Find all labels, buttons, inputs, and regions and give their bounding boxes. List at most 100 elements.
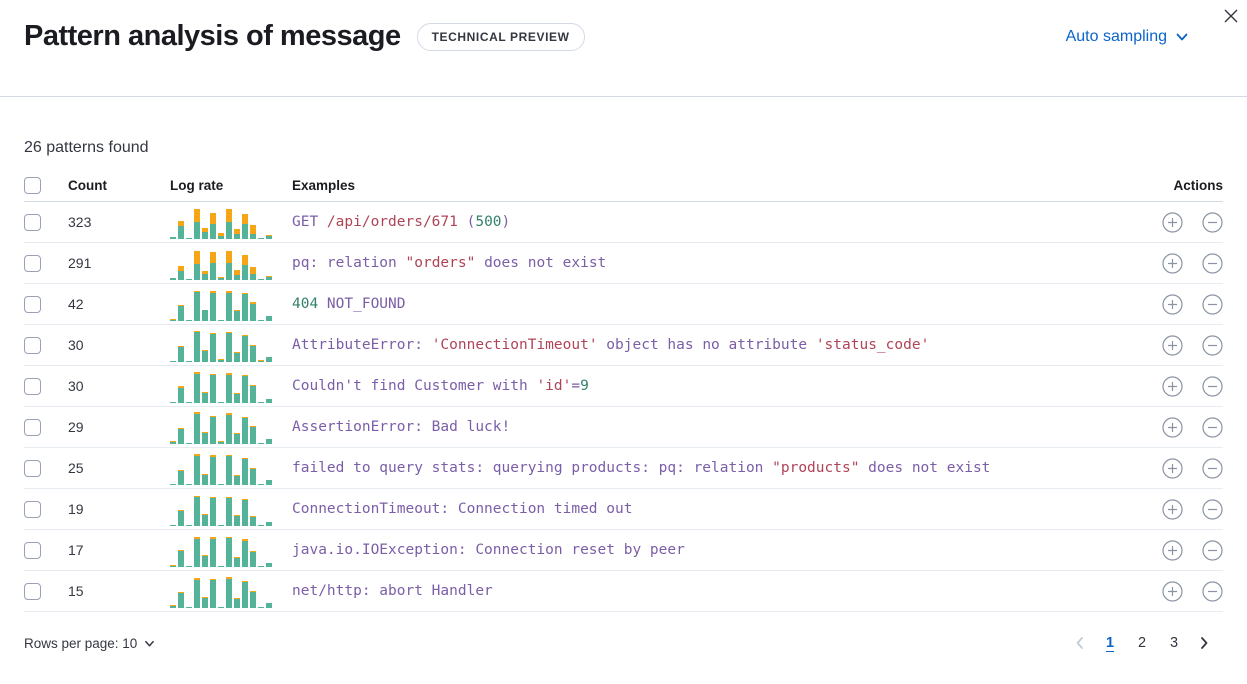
log-rate-bar bbox=[170, 524, 176, 526]
log-rate-bar bbox=[202, 391, 208, 403]
table-footer: Rows per page: 10 1 2 3 bbox=[24, 633, 1223, 653]
row-checkbox[interactable] bbox=[24, 541, 41, 559]
rows-per-page-label: Rows per page: 10 bbox=[24, 635, 138, 651]
count-cell: 25 bbox=[68, 460, 84, 476]
log-rate-bar bbox=[226, 208, 232, 239]
log-rate-bar bbox=[218, 358, 224, 362]
log-rate-bar bbox=[242, 416, 248, 444]
row-checkbox[interactable] bbox=[24, 295, 41, 313]
page-number-3[interactable]: 3 bbox=[1169, 635, 1179, 651]
table-row: 15 net/http: abort Handler bbox=[24, 571, 1223, 612]
log-rate-sparkline bbox=[170, 247, 274, 280]
actions-cell bbox=[1123, 293, 1223, 315]
log-rate-bar bbox=[234, 269, 240, 280]
example-token: "orders" bbox=[405, 255, 476, 271]
filter-in-pattern-icon[interactable] bbox=[1162, 498, 1183, 520]
log-rate-bar bbox=[210, 290, 216, 321]
close-icon[interactable] bbox=[1219, 4, 1243, 28]
filter-out-pattern-icon[interactable] bbox=[1202, 457, 1223, 479]
log-rate-bar bbox=[250, 344, 256, 362]
log-rate-bar bbox=[242, 580, 248, 608]
log-rate-bar bbox=[186, 360, 192, 362]
log-rate-bar bbox=[194, 411, 200, 444]
filter-in-pattern-icon[interactable] bbox=[1162, 416, 1183, 438]
example-token: 'status_code' bbox=[815, 337, 930, 353]
log-rate-bar bbox=[266, 356, 272, 362]
previous-page-icon[interactable] bbox=[1069, 636, 1091, 650]
log-rate-bar bbox=[202, 513, 208, 526]
row-checkbox[interactable] bbox=[24, 418, 41, 436]
row-checkbox[interactable] bbox=[24, 336, 41, 354]
next-page-icon[interactable] bbox=[1193, 636, 1215, 650]
log-rate-bar bbox=[170, 236, 176, 239]
log-rate-bar bbox=[266, 479, 272, 485]
example-cell: AssertionError: Bad luck! bbox=[292, 419, 1123, 435]
log-rate-bar bbox=[202, 473, 208, 485]
pagination: 1 2 3 bbox=[1069, 633, 1215, 653]
rows-per-page-selector[interactable]: Rows per page: 10 bbox=[24, 636, 155, 651]
table-row: 25 failed to query stats: querying produ… bbox=[24, 448, 1223, 489]
filter-out-pattern-icon[interactable] bbox=[1202, 252, 1223, 274]
row-checkbox[interactable] bbox=[24, 459, 41, 477]
row-checkbox[interactable] bbox=[24, 500, 41, 518]
chevron-down-icon bbox=[1175, 30, 1189, 44]
count-cell: 19 bbox=[68, 501, 84, 517]
filter-out-pattern-icon[interactable] bbox=[1202, 211, 1223, 233]
count-cell: 323 bbox=[68, 214, 92, 230]
example-token: "products" bbox=[772, 460, 860, 476]
log-rate-bar bbox=[218, 565, 224, 567]
log-rate-bar bbox=[226, 331, 232, 362]
log-rate-cell bbox=[170, 452, 292, 485]
page-number-2[interactable]: 2 bbox=[1137, 635, 1147, 651]
log-rate-bar bbox=[250, 384, 256, 403]
log-rate-cell bbox=[170, 575, 292, 608]
row-checkbox[interactable] bbox=[24, 377, 41, 395]
example-cell: pq: relation "orders" does not exist bbox=[292, 255, 1123, 271]
filter-in-pattern-icon[interactable] bbox=[1162, 457, 1183, 479]
sampling-dropdown[interactable]: Auto sampling bbox=[1066, 28, 1189, 46]
row-checkbox[interactable] bbox=[24, 254, 41, 272]
log-rate-bar bbox=[194, 208, 200, 239]
log-rate-bar bbox=[234, 432, 240, 444]
filter-out-pattern-icon[interactable] bbox=[1202, 293, 1223, 315]
filter-in-pattern-icon[interactable] bbox=[1162, 539, 1183, 561]
log-rate-bar bbox=[194, 371, 200, 403]
filter-in-pattern-icon[interactable] bbox=[1162, 334, 1183, 356]
actions-cell bbox=[1123, 457, 1223, 479]
log-rate-cell bbox=[170, 247, 292, 280]
actions-cell bbox=[1123, 375, 1223, 397]
table-body: 323 GET /api/orders/671 (500) 291 pq: re… bbox=[24, 202, 1223, 612]
filter-out-pattern-icon[interactable] bbox=[1202, 416, 1223, 438]
log-rate-bar bbox=[234, 309, 240, 321]
filter-out-pattern-icon[interactable] bbox=[1202, 334, 1223, 356]
flyout-body: 26 patterns found Count Log rate Example… bbox=[0, 139, 1247, 653]
log-rate-bar bbox=[258, 359, 264, 362]
row-checkbox[interactable] bbox=[24, 213, 41, 231]
log-rate-bar bbox=[258, 401, 264, 403]
row-checkbox[interactable] bbox=[24, 582, 41, 600]
table-row: 291 pq: relation "orders" does not exist bbox=[24, 243, 1223, 284]
log-rate-sparkline bbox=[170, 370, 274, 403]
filter-out-pattern-icon[interactable] bbox=[1202, 539, 1223, 561]
page-number-1[interactable]: 1 bbox=[1105, 635, 1115, 651]
log-rate-bar bbox=[170, 360, 176, 362]
log-rate-bar bbox=[250, 224, 256, 239]
log-rate-bar bbox=[258, 483, 264, 485]
filter-out-pattern-icon[interactable] bbox=[1202, 580, 1223, 602]
log-rate-bar bbox=[226, 536, 232, 567]
select-all-checkbox[interactable] bbox=[24, 176, 41, 194]
log-rate-bar bbox=[178, 304, 184, 321]
filter-in-pattern-icon[interactable] bbox=[1162, 375, 1183, 397]
filter-out-pattern-icon[interactable] bbox=[1202, 498, 1223, 520]
filter-in-pattern-icon[interactable] bbox=[1162, 293, 1183, 315]
example-cell: failed to query stats: querying products… bbox=[292, 460, 1123, 476]
example-token: 'id' bbox=[536, 378, 572, 394]
filter-in-pattern-icon[interactable] bbox=[1162, 580, 1183, 602]
log-rate-bar bbox=[258, 606, 264, 608]
filter-out-pattern-icon[interactable] bbox=[1202, 375, 1223, 397]
sampling-label: Auto sampling bbox=[1065, 27, 1167, 45]
log-rate-bar bbox=[210, 536, 216, 567]
filter-in-pattern-icon[interactable] bbox=[1162, 252, 1183, 274]
filter-in-pattern-icon[interactable] bbox=[1162, 211, 1183, 233]
example-token: Couldn't find Customer with bbox=[292, 378, 537, 394]
